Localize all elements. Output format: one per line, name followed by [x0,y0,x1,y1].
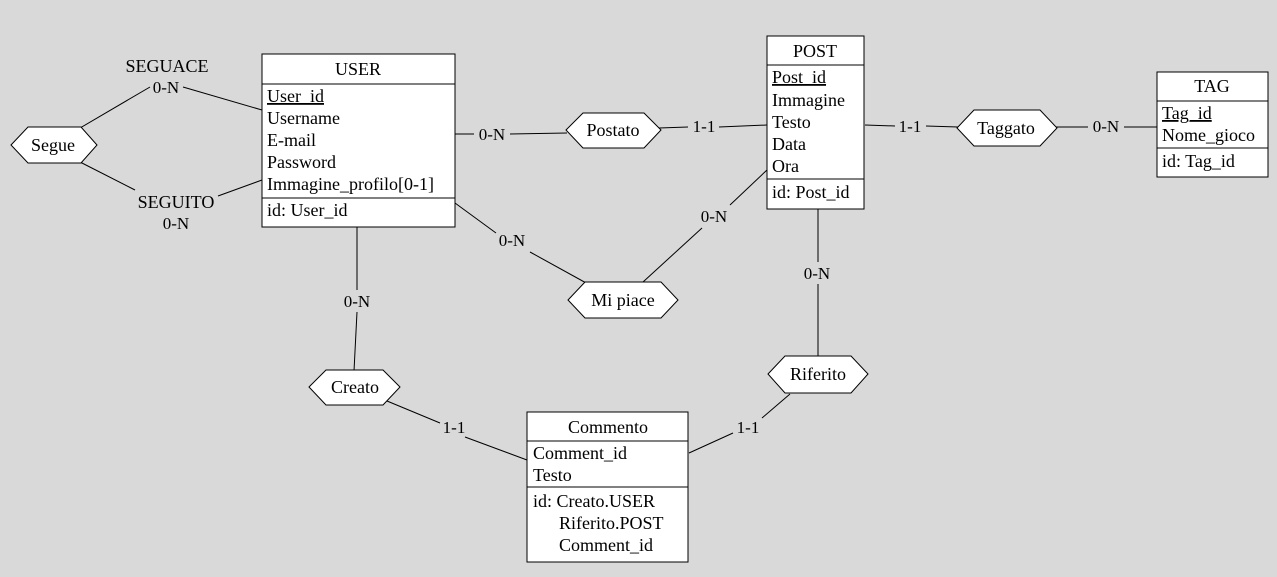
cardinality-label: 0-N [701,207,727,226]
entity-identifier: id: Tag_id [1162,151,1235,171]
line-user-postato-2 [509,132,568,135]
line-post-mipiace-2 [642,227,703,283]
line-segue-seguace [79,86,151,129]
cardinality-label: 0-N [163,214,189,233]
line-seguace-user [182,86,263,111]
entity-key-attribute: User_id [267,86,324,106]
cardinality-label: 1-1 [899,117,922,136]
entity-attribute: Testo [772,112,811,132]
line-riferito-commento-2 [688,432,734,454]
cardinality-label: 0-N [153,78,179,97]
role-label-seguito: SEGUITO [138,192,215,212]
entity-attribute: E-mail [267,130,316,150]
relationship-creato[interactable]: Creato [308,369,401,406]
entity-attribute: Testo [533,465,572,485]
entity-tag[interactable]: TAG Tag_id Nome_gioco id: Tag_id [1156,71,1269,178]
entity-post[interactable]: POST Post_id Immagine Testo Data Ora id:… [766,35,865,210]
cardinality-label: 0-N [804,264,830,283]
line-user-mipiace [454,202,497,234]
relationship-label: Creato [331,377,379,397]
entity-attribute: Username [267,108,340,128]
cardinality-label: 0-N [344,292,370,311]
line-user-creato-2 [353,311,358,372]
entity-attribute: Immagine_profilo[0-1] [267,174,434,194]
relationship-mi-piace[interactable]: Mi piace [567,281,679,319]
line-user-mipiace-2 [529,251,589,285]
entity-key-attribute: Post_id [772,67,826,87]
relationship-label: Segue [31,135,75,155]
relationship-label: Postato [586,120,639,140]
line-postato-post [658,126,689,129]
relationship-segue[interactable]: Segue [10,126,98,164]
line-segue-seguito [79,161,136,191]
line-post-taggato [864,124,896,127]
entity-title: POST [793,41,837,61]
cardinality-label: 0-N [499,231,525,250]
cardinality-label: 0-N [479,125,505,144]
entity-identifier: Riferito.POST [559,513,664,533]
entity-attribute: Ora [772,156,799,176]
relationship-postato[interactable]: Postato [565,112,662,149]
line-riferito-commento [761,393,791,419]
entity-attribute: Data [772,134,806,154]
entity-user[interactable]: USER User_id Username E-mail Password Im… [261,53,456,228]
line-seguito-user [217,179,263,197]
entity-title: TAG [1194,76,1230,96]
relationship-label: Taggato [977,118,1035,138]
entity-identifier: id: User_id [267,200,348,220]
entity-title: USER [335,59,381,79]
line-postato-post-2 [718,124,768,128]
entity-identifier: Comment_id [559,535,653,555]
role-label-seguace: SEGUACE [125,56,208,76]
connectors [79,86,1157,461]
entity-attribute: Comment_id [533,443,627,463]
entity-identifier: id: Creato.USER [533,491,655,511]
relationship-label: Mi piace [591,290,654,310]
entity-key-attribute: Tag_id [1162,103,1212,123]
entity-identifier: id: Post_id [772,182,850,202]
cardinality-label: 0-N [1093,117,1119,136]
entity-attribute: Immagine [772,90,845,110]
line-post-taggato-2 [925,125,959,128]
relationship-label: Riferito [790,364,846,384]
relationship-riferito[interactable]: Riferito [767,355,869,394]
cardinality-label: 1-1 [693,117,716,136]
relationship-taggato[interactable]: Taggato [956,109,1058,147]
line-creato-commento-2 [464,436,528,461]
entity-commento[interactable]: Commento Comment_id Testo id: Creato.USE… [526,411,689,563]
entity-title: Commento [568,417,648,437]
line-creato-commento [386,400,441,424]
entity-attribute: Password [267,152,336,172]
cardinality-label: 1-1 [737,418,760,437]
cardinality-label: 1-1 [443,418,466,437]
entity-attribute: Nome_gioco [1162,125,1255,145]
line-post-mipiace [729,169,768,206]
